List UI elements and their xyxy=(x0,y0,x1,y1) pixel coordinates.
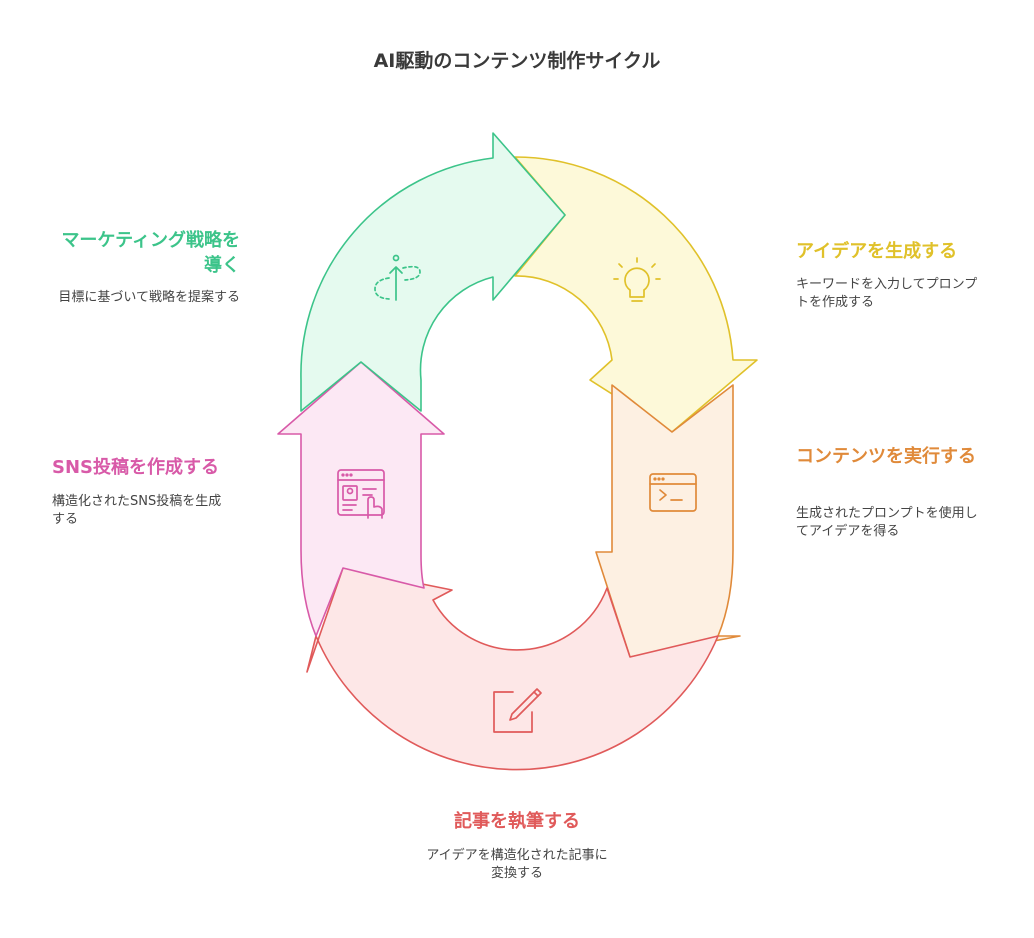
step-title-generate-ideas: アイデアを生成する xyxy=(796,241,958,262)
step-title-guide-marketing: マーケティング戦略を導く xyxy=(61,230,240,276)
step-title-create-sns-post: SNS投稿を作成する xyxy=(52,457,219,478)
step-title-write-article: 記事を執筆する xyxy=(454,811,580,832)
edit-icon xyxy=(493,688,542,733)
arc-write-article xyxy=(306,567,719,771)
social-post-icon xyxy=(337,469,385,519)
arc-guide-marketing xyxy=(300,132,566,412)
terminal-icon xyxy=(649,473,697,512)
step-desc-generate-ideas: キーワードを入力してプロンプトを作成する xyxy=(796,277,978,310)
direction-icon xyxy=(374,254,421,301)
step-desc-create-sns-post: 構造化されたSNS投稿を生成する xyxy=(52,494,222,527)
arc-generate-ideas xyxy=(514,156,758,433)
step-desc-guide-marketing: 目標に基づいて戦略を提案する xyxy=(58,290,240,305)
step-desc-write-article: アイデアを構造化された記事に変換する xyxy=(426,848,608,881)
step-title-execute-content: コンテンツを実行する xyxy=(796,446,976,467)
arc-execute-content xyxy=(595,384,741,658)
lightbulb-icon xyxy=(613,257,661,302)
step-desc-execute-content: 生成されたプロンプトを使用してアイデアを得る xyxy=(796,506,978,539)
diagram-title: AI駆動のコンテンツ制作サイクル xyxy=(373,50,661,72)
